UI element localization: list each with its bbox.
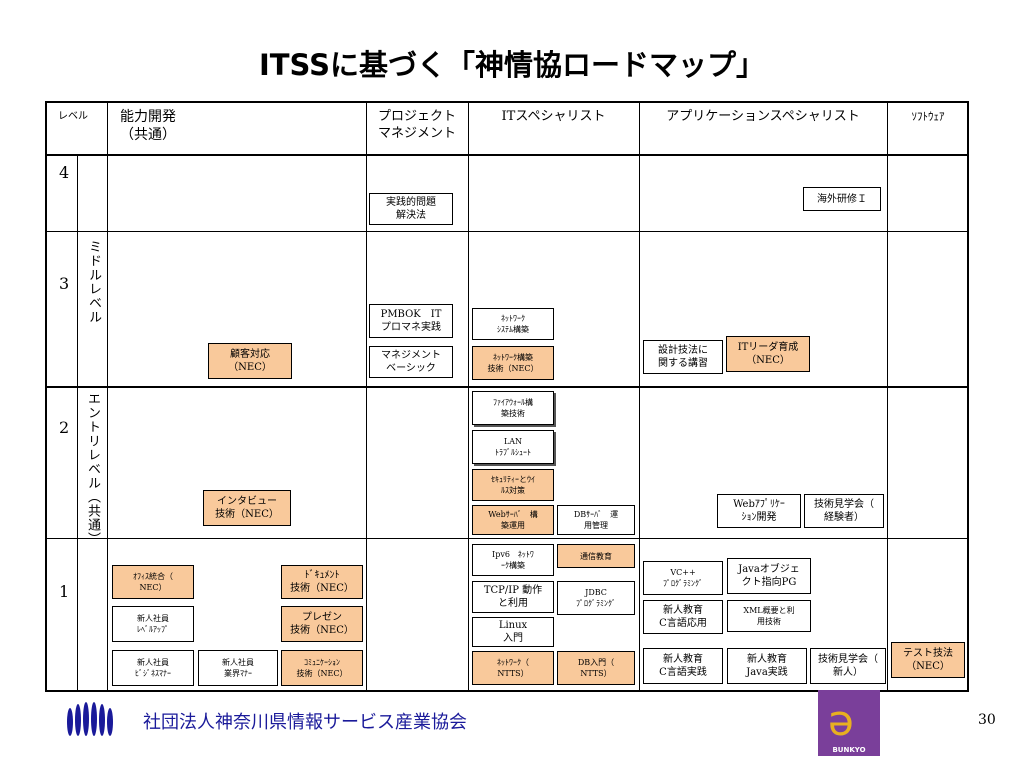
course-webserver[interactable]: Webｻｰﾊﾞ 構 築運用	[472, 505, 554, 535]
course-network-ntts[interactable]: ﾈｯﾄﾜｰｸ（ NTTS）	[472, 651, 554, 685]
course-kengaku-exp[interactable]: 技術見学会（ 経験者）	[804, 494, 884, 528]
level-band-divider	[77, 154, 78, 692]
course-security[interactable]: ｾｷｭﾘﾃｨｰとｳｲ ﾙｽ対策	[472, 469, 554, 501]
course-network-system[interactable]: ﾈｯﾄﾜｰｸ ｼｽﾃﾑ構築	[472, 308, 554, 340]
level-3: 3	[59, 274, 70, 293]
course-presen[interactable]: プレゼン 技術（NEC）	[281, 606, 363, 642]
page-number: 30	[978, 712, 996, 728]
header-common: 能力開発 （共通）	[120, 109, 176, 143]
course-network-tech[interactable]: ﾈｯﾄﾜｰｸ構築 技術（NEC）	[472, 346, 554, 380]
course-pmbok[interactable]: PMBOK IT プロマネ実践	[369, 304, 453, 338]
header-soft: ｿﾌﾄｳｪｱ	[911, 110, 945, 123]
course-shinjin-biz[interactable]: 新人社員 ﾋﾞｼﾞﾈｽﾏﾅｰ	[112, 650, 194, 686]
band-entry-level: エントリレベル（共通）	[85, 392, 100, 546]
row-divider-2-1	[45, 538, 969, 539]
bunkyo-logo: ə BUNKYO	[818, 690, 880, 756]
course-firewall[interactable]: ﾌｧｲｱｳｫｰﾙ構 築技術	[472, 391, 554, 425]
course-kokyaku[interactable]: 顧客対応 （NEC）	[208, 343, 292, 379]
row-divider-3-2	[45, 386, 969, 388]
course-xml[interactable]: XML概要と利 用技術	[727, 600, 811, 632]
course-office[interactable]: ｵﾌｨｽ統合（ NEC）	[112, 565, 194, 599]
course-shinjin-level[interactable]: 新人社員 ﾚﾍﾞﾙｱｯﾌﾟ	[112, 606, 194, 642]
course-webapp[interactable]: Webｱﾌﾟﾘｹｰ ｼｮﾝ開発	[717, 494, 801, 528]
course-document[interactable]: ﾄﾞｷｭﾒﾝﾄ 技術（NEC）	[281, 565, 363, 599]
course-vcpp[interactable]: VC++ ﾌﾟﾛｸﾞﾗﾐﾝｸﾞ	[643, 561, 723, 595]
header-divider	[45, 154, 969, 156]
course-dbserver[interactable]: DBｻｰﾊﾞ 運 用管理	[557, 505, 635, 535]
band-middle-level: ミドルレベル	[86, 240, 101, 324]
course-java-oo[interactable]: Javaオブジェ クト指向PG	[727, 558, 811, 594]
level-1: 1	[59, 582, 70, 601]
course-tsushin[interactable]: 通信教育	[557, 544, 635, 568]
course-shinjin-gyokai[interactable]: 新人社員 業界ﾏﾅｰ	[198, 650, 278, 686]
course-test[interactable]: テスト技法 （NEC）	[891, 642, 965, 678]
header-level: レベル	[58, 111, 88, 122]
course-shinjin-c-jissen[interactable]: 新人教育 C言語実践	[643, 648, 723, 684]
course-interview[interactable]: インタビュー 技術（NEC）	[203, 490, 291, 526]
header-it: ITスペシャリスト	[501, 109, 606, 124]
roadmap-table	[45, 101, 969, 692]
course-manage-basic[interactable]: マネジメント ベーシック	[369, 346, 453, 378]
col-divider-it	[468, 101, 469, 692]
course-shinjin-c[interactable]: 新人教育 C言語応用	[643, 600, 723, 634]
course-kaigai[interactable]: 海外研修Ｉ	[803, 187, 881, 211]
bunkyo-brand: BUNKYO	[832, 746, 866, 754]
course-jdbc[interactable]: JDBC ﾌﾟﾛｸﾞﾗﾐﾝｸﾞ	[557, 581, 635, 615]
bunkyo-mark-icon: ə	[828, 696, 854, 745]
organization-name: 社団法人神奈川県情報サービス産業協会	[143, 712, 467, 733]
level-2: 2	[59, 418, 70, 437]
kia-logo	[60, 700, 120, 746]
course-lan[interactable]: LAN ﾄﾗﾌﾞﾙｼｭｰﾄ	[472, 430, 554, 464]
course-itleader[interactable]: ITリーダ育成 （NEC）	[726, 336, 810, 372]
course-kengaku-new[interactable]: 技術見学会（ 新人）	[810, 648, 886, 684]
header-pm: プロジェクト マネジメント	[377, 109, 456, 141]
level-4: 4	[59, 163, 70, 182]
col-divider-common	[107, 101, 108, 692]
page-title: ITSSに基づく「神情協ロードマップ」	[258, 48, 766, 82]
course-sekkei[interactable]: 設計技法に 関する講習	[643, 340, 723, 374]
course-jissen[interactable]: 実践的問題 解決法	[369, 193, 453, 225]
course-comm[interactable]: ｺﾐｭﾆｹｰｼｮﾝ 技術（NEC）	[281, 650, 363, 686]
course-linux[interactable]: Linux 入門	[472, 617, 554, 647]
col-divider-pm	[366, 101, 367, 692]
col-divider-app	[639, 101, 640, 692]
col-divider-soft	[887, 101, 888, 692]
course-shinjin-java[interactable]: 新人教育 Java実践	[727, 648, 807, 684]
row-divider-4-3	[45, 231, 969, 232]
course-db-ntts[interactable]: DB入門（ NTTS）	[557, 651, 635, 685]
course-tcpip[interactable]: TCP/IP 動作 と利用	[472, 581, 554, 613]
course-ipv6[interactable]: Ipv6 ﾈｯﾄﾜ ｰｸ構築	[472, 544, 554, 576]
header-app: アプリケーションスペシャリスト	[666, 109, 860, 124]
